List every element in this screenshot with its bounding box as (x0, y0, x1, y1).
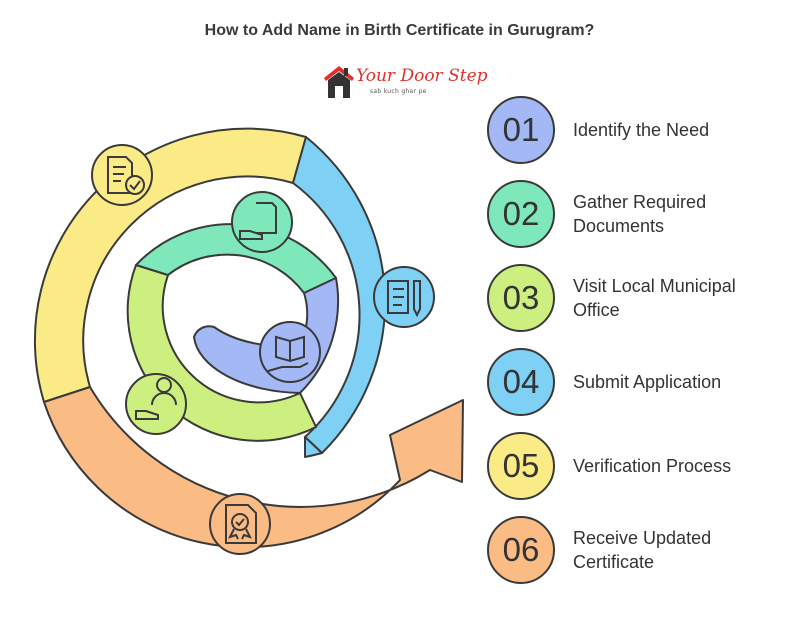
page-title: How to Add Name in Birth Certificate in … (204, 22, 595, 39)
step-label: Receive Updated Certificate (573, 528, 712, 572)
step-number: 05 (487, 432, 555, 500)
step-label: Identify the Need (573, 120, 710, 140)
checklist-pen-icon (373, 266, 435, 328)
step-2: 02 Gather Required Documents (487, 180, 787, 252)
step-label: Submit Application (573, 372, 722, 392)
step-label: Verification Process (573, 456, 732, 476)
step-3: 03 Visit Local Municipal Office (487, 264, 787, 336)
step-number: 06 (487, 516, 555, 584)
step-4: 04 Submit Application (487, 348, 787, 420)
spiral-diagram (33, 127, 464, 555)
step-number: 02 (487, 180, 555, 248)
document-hand-icon (231, 191, 293, 253)
step-5: 05 Verification Process (487, 432, 787, 504)
house-logo-icon (324, 66, 354, 98)
book-hand-icon (259, 321, 321, 383)
logo-name: Your Door Step (356, 66, 488, 86)
step-number: 04 (487, 348, 555, 416)
spiral-segment-blue-tail (304, 436, 323, 458)
step-number: 01 (487, 96, 555, 164)
document-check-icon (91, 144, 153, 206)
step-1: 01 Identify the Need (487, 96, 787, 168)
step-number: 03 (487, 264, 555, 332)
spiral-segment-orange (43, 386, 464, 549)
brand-logo: Your Door Step sab kuch ghar pe (322, 64, 488, 104)
logo-tagline: sab kuch ghar pe (370, 88, 427, 95)
certificate-icon (209, 493, 271, 555)
person-desk-icon (125, 373, 187, 435)
step-label: Gather Required Documents (573, 192, 707, 236)
step-label: Visit Local Municipal Office (573, 276, 736, 320)
step-6: 06 Receive Updated Certificate (487, 516, 787, 588)
